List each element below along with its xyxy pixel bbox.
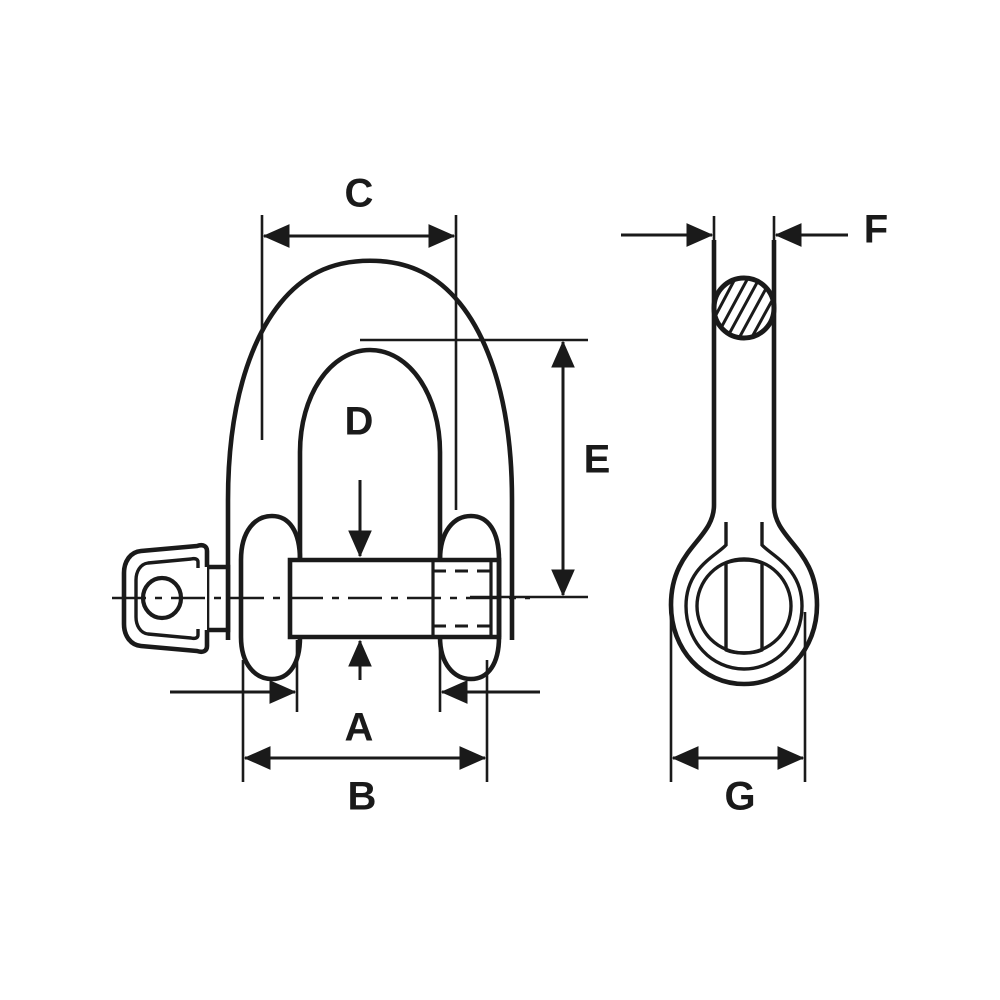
dimension-e-label: E	[584, 438, 611, 482]
dimension-c-group: C	[260, 172, 458, 510]
shackle-body-outline	[225, 258, 515, 640]
dimension-g-label: G	[724, 775, 755, 819]
dimension-f-label: F	[864, 208, 888, 252]
dimension-a-label: A	[345, 706, 374, 750]
dimension-g-group: G	[669, 612, 807, 819]
side-view-right-edge	[743, 240, 820, 687]
dimension-d-group: D	[345, 400, 374, 680]
side-view-pin-head-circle	[695, 557, 793, 655]
side-view-pin-head-lobe	[724, 558, 764, 655]
side-view-eye-inner	[684, 522, 804, 671]
dimension-a-group: A	[170, 640, 540, 750]
front-view-group	[112, 258, 530, 682]
dimension-f-group: F	[621, 208, 888, 262]
dimension-c-label: C	[345, 172, 374, 216]
side-view-left-edge	[668, 240, 745, 687]
dimension-b-label: B	[348, 775, 377, 819]
dimension-b-group: B	[241, 660, 489, 819]
side-view-group	[668, 240, 820, 687]
shackle-inner-bow	[297, 347, 443, 560]
dimension-e-group: E	[360, 338, 611, 599]
dimension-d-label: D	[345, 400, 374, 444]
